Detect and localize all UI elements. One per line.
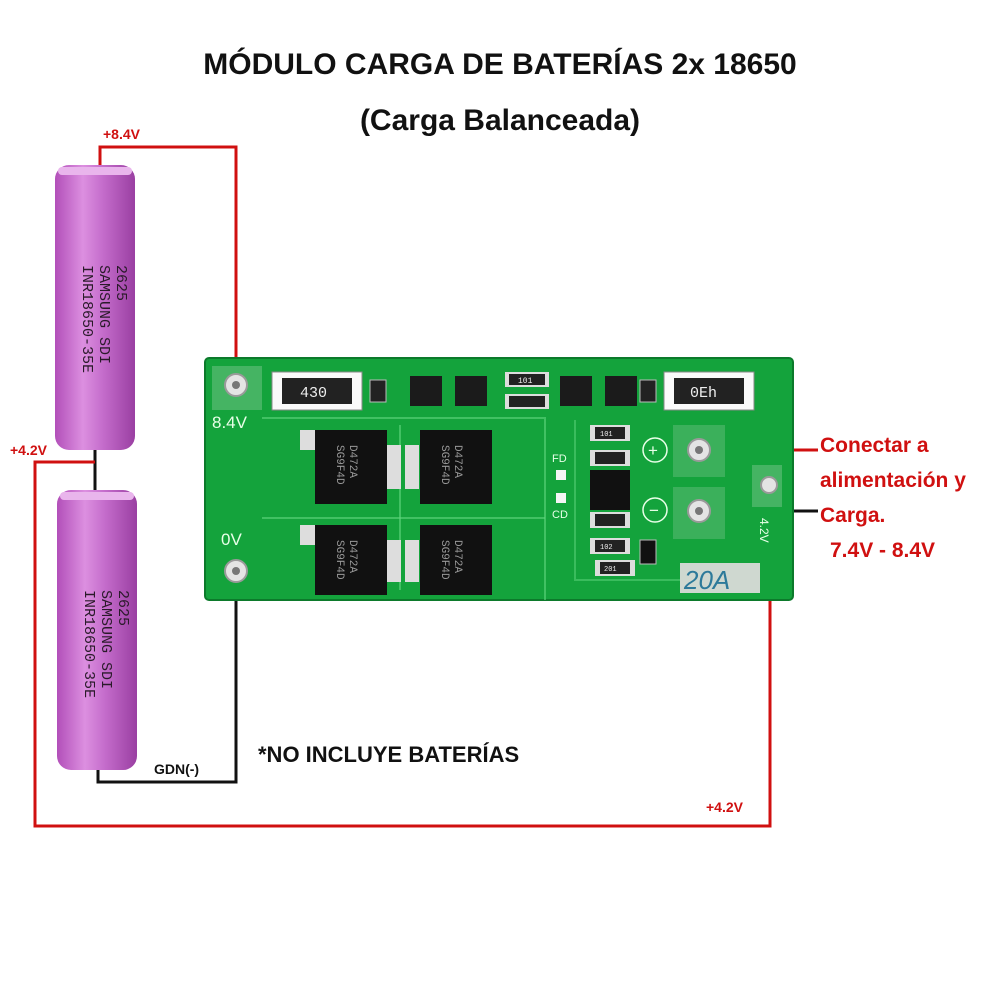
battery-bottom-label-2: SAMSUNG SDI — [97, 590, 114, 689]
connect-line-3: Carga. — [820, 504, 886, 527]
svg-text:102: 102 — [600, 544, 613, 552]
pad-0v-label: 0V — [221, 530, 242, 549]
svg-text:D472A: D472A — [451, 445, 463, 478]
svg-text:0Eh: 0Eh — [690, 385, 717, 402]
connection-instructions: Conectar a alimentación y Carga. 7.4V - … — [820, 428, 1000, 568]
svg-text:CD: CD — [552, 509, 568, 521]
page-title: MÓDULO CARGA DE BATERÍAS 2x 18650 — [203, 48, 797, 81]
wire-midpoint-red — [33, 460, 772, 828]
svg-text:101: 101 — [518, 377, 533, 386]
wire-positive-8v4 — [98, 145, 238, 383]
svg-text:D472A: D472A — [346, 445, 358, 478]
wire-ground — [96, 572, 238, 784]
svg-text:SG9F4D: SG9F4D — [333, 445, 345, 485]
plus-symbol: + — [648, 441, 658, 460]
svg-text:201: 201 — [604, 566, 617, 574]
svg-text:D472A: D472A — [346, 540, 358, 573]
svg-text:SG9F4D: SG9F4D — [333, 540, 345, 580]
mosfet-4: D472A SG9F4D — [405, 525, 492, 595]
battery-top-label-1: INR18650-35E — [78, 265, 95, 373]
pcb-module: 8.4V 0V 430 0Eh 101 — [204, 357, 794, 601]
current-rating: 20A — [683, 565, 730, 595]
mosfet-2: D472A SG9F4D — [405, 430, 492, 504]
resistor-right: 0Eh — [663, 371, 755, 411]
battery-top: INR18650-35E SAMSUNG SDI 2625 — [55, 165, 135, 450]
page-subtitle: (Carga Balanceada) — [359, 104, 641, 137]
no-batteries-note: *NO INCLUYE BATERÍAS — [258, 742, 520, 767]
svg-text:SG9F4D: SG9F4D — [438, 445, 450, 485]
resistor-left: 430 — [271, 371, 363, 411]
battery-bottom-label-1: INR18650-35E — [80, 590, 97, 698]
label-ground: GDN(-) — [154, 761, 199, 777]
svg-text:SG9F4D: SG9F4D — [438, 540, 450, 580]
voltage-range: 7.4V - 8.4V — [830, 539, 936, 562]
label-bottom-positive: +4.2V — [706, 799, 744, 815]
label-top-positive: +8.4V — [103, 126, 141, 142]
connect-line-2: alimentación y — [820, 469, 966, 492]
svg-text:101: 101 — [600, 431, 613, 439]
mosfet-3: D472A SG9F4D — [300, 525, 401, 595]
battery-top-label-3: 2625 — [112, 265, 129, 301]
battery-top-label-2: SAMSUNG SDI — [95, 265, 112, 364]
battery-bottom: INR18650-35E SAMSUNG SDI 2625 — [57, 490, 137, 770]
svg-text:D472A: D472A — [451, 540, 463, 573]
pad-8v4-label: 8.4V — [212, 413, 248, 432]
mosfet-1: D472A SG9F4D — [300, 430, 401, 504]
label-mid-positive: +4.2V — [10, 442, 48, 458]
svg-text:FD: FD — [552, 453, 567, 465]
minus-symbol: − — [649, 501, 659, 520]
connect-line-1: Conectar a — [820, 434, 929, 457]
pad-4v2 — [760, 476, 778, 494]
pad-4v2-label: 4.2V — [757, 518, 771, 543]
svg-text:430: 430 — [300, 385, 327, 402]
battery-bottom-label-3: 2625 — [114, 590, 131, 626]
